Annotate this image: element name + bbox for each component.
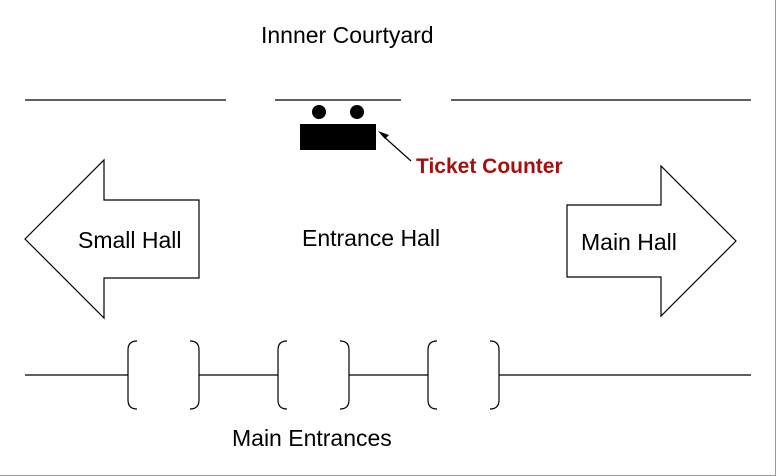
counter-desk xyxy=(300,124,376,150)
small-hall-label: Small Hall xyxy=(78,227,182,253)
main-entrances-label: Main Entrances xyxy=(232,425,392,451)
ticket-counter-icon xyxy=(300,105,376,150)
main-hall-arrow xyxy=(566,164,737,318)
courtyard-label: Innner Courtyard xyxy=(261,22,434,48)
small-hall-arrow xyxy=(24,158,200,320)
main-hall-label: Main Hall xyxy=(581,229,677,255)
ticket-counter-label: Ticket Counter xyxy=(416,155,563,178)
entrance-door-1 xyxy=(127,340,200,410)
entrance-wall xyxy=(25,340,751,410)
staff-person-icon xyxy=(312,105,326,119)
ticket-counter-callout-arrow xyxy=(378,131,412,162)
entrance-door-3 xyxy=(427,340,500,410)
staff-person-icon xyxy=(350,105,364,119)
entrance-door-2 xyxy=(277,340,350,410)
entrance-hall-label: Entrance Hall xyxy=(302,225,441,251)
